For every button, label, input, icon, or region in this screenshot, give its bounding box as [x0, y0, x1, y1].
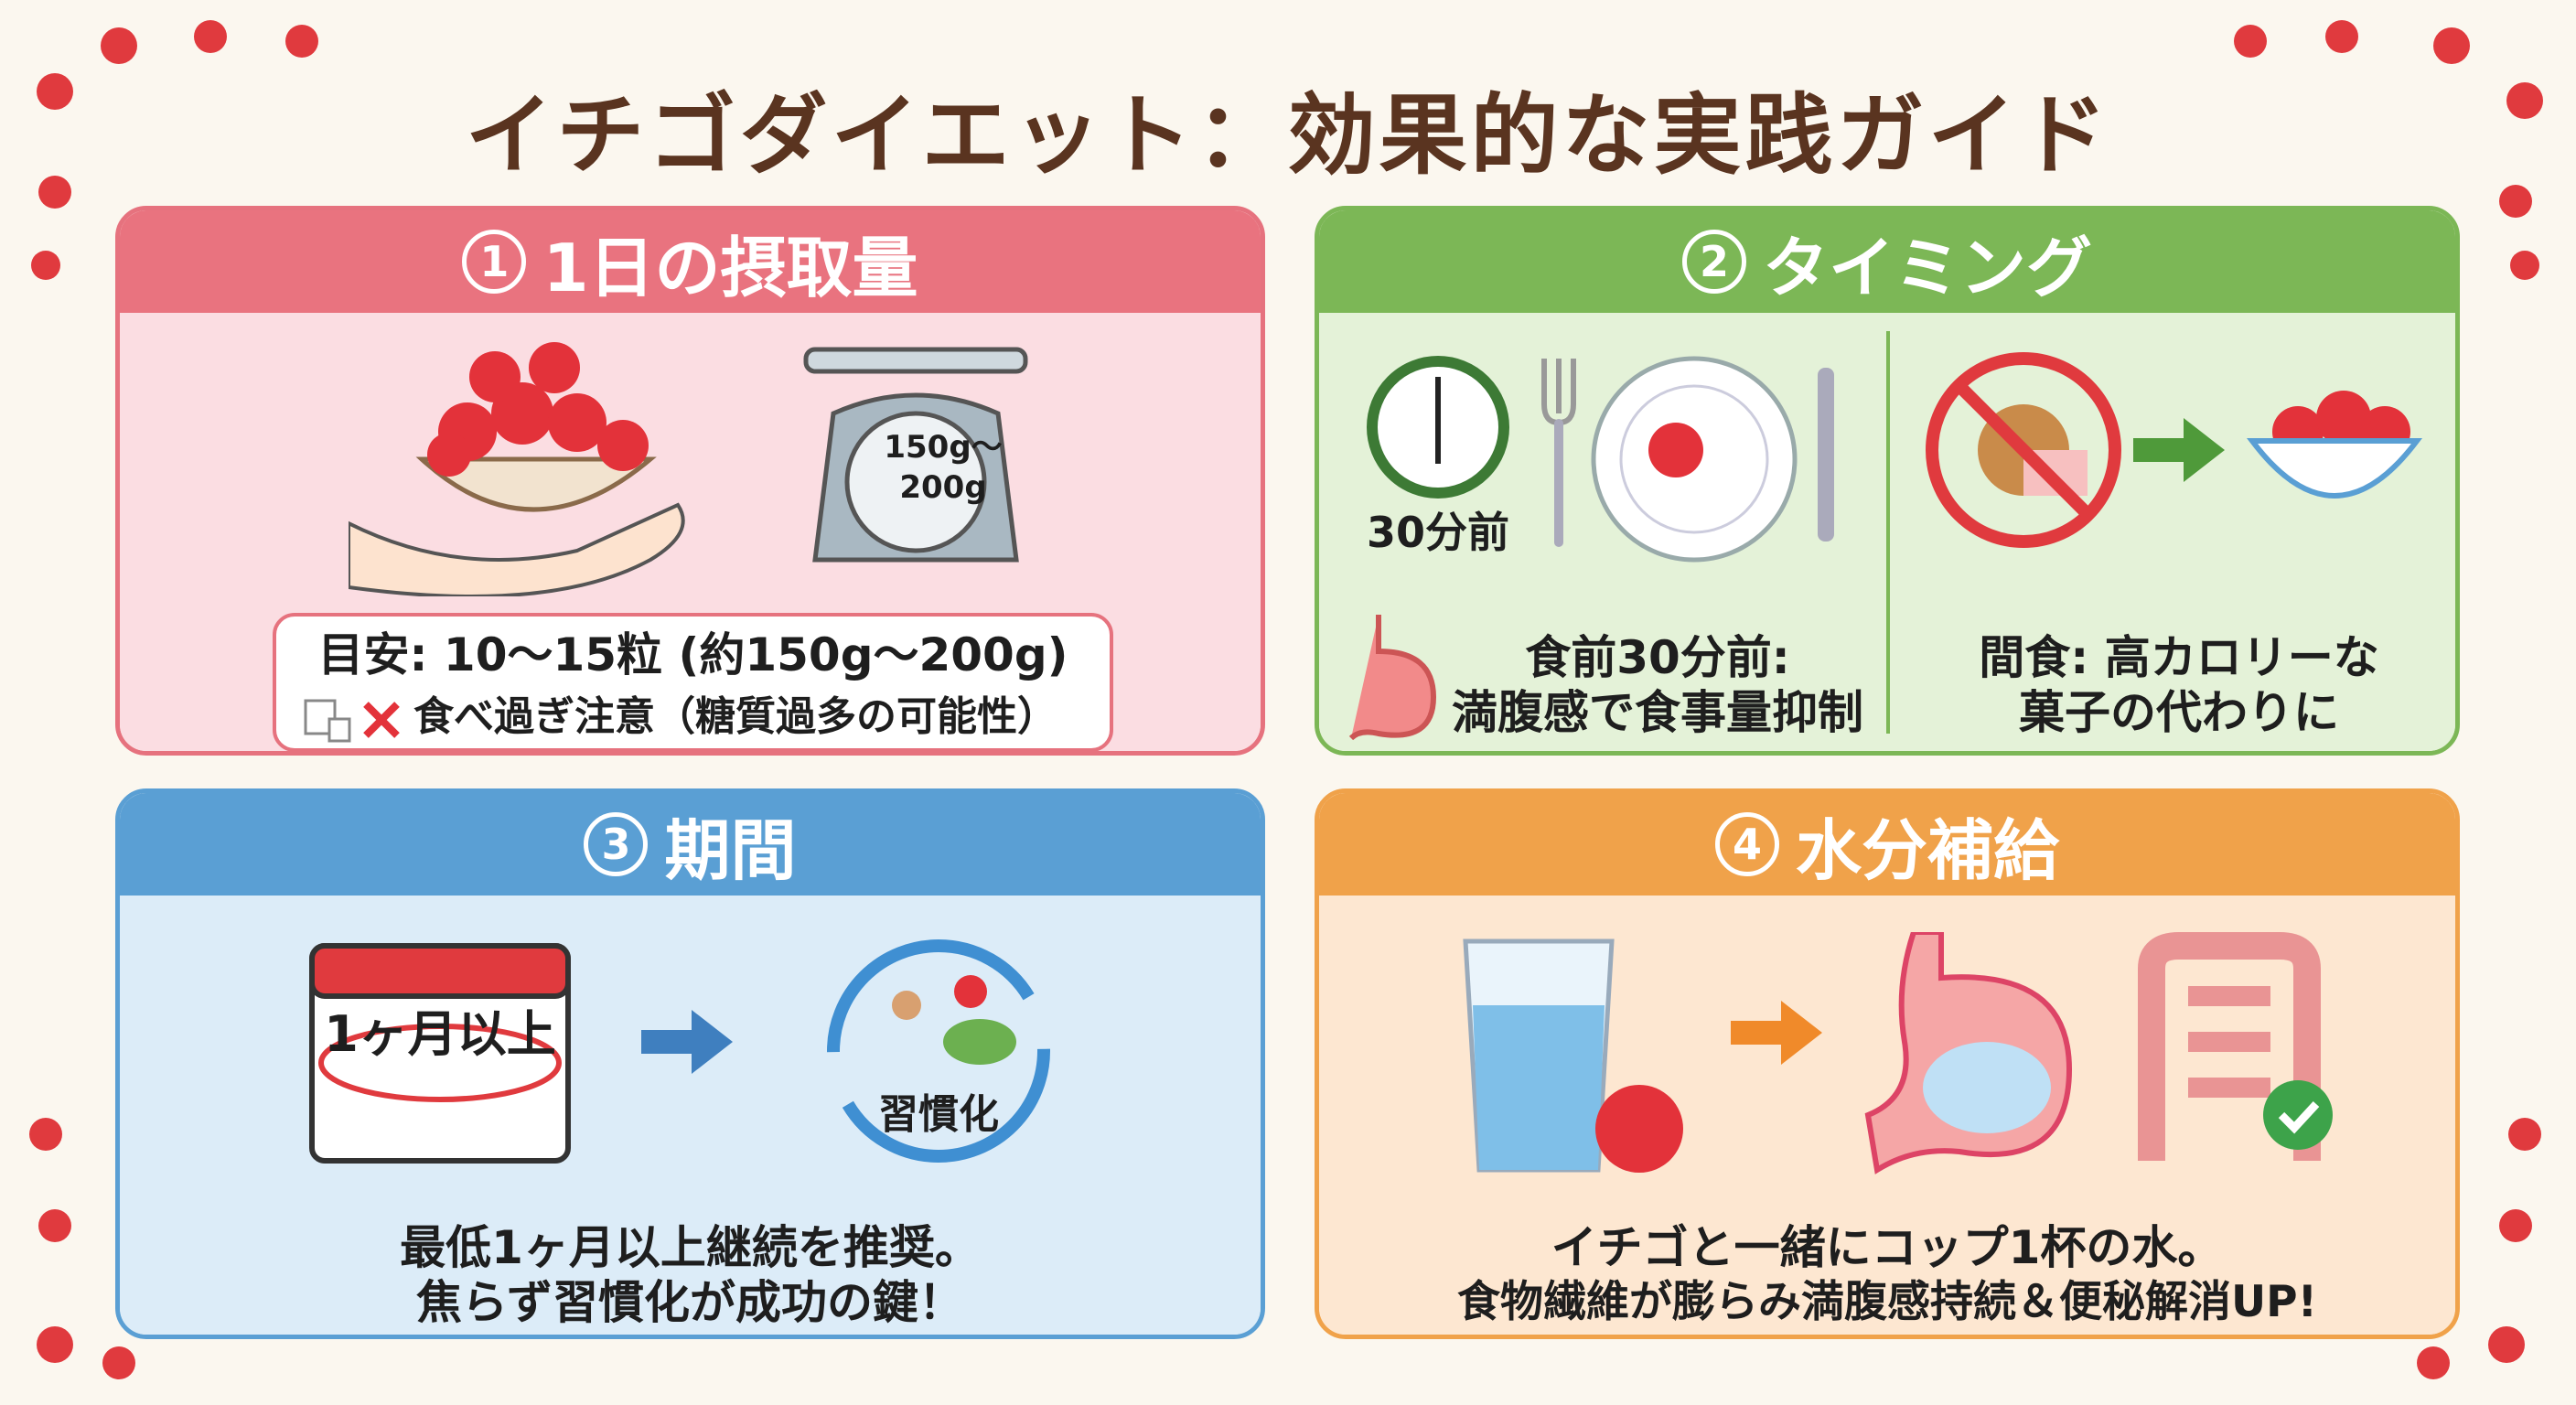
check-icon — [2263, 1080, 2333, 1150]
clock-icon — [1367, 356, 1509, 499]
fork-icon — [1541, 359, 1576, 547]
runner-icon — [892, 991, 921, 1020]
overeating-warning-text: 食べ過ぎ注意（糖質過多の可能性） — [413, 693, 1057, 740]
snack-replacement-text: 間食: 高カロリーな菓子の代わりに — [1979, 631, 2379, 739]
panel-title: 水分補給 — [1795, 811, 2059, 889]
arrow-right-icon — [2133, 418, 2225, 482]
pre-meal-text: 食前30分前:満腹感で食事量抑制 — [1452, 631, 1863, 739]
hydration-text: イチゴと一緒にコップ1杯の水。食物繊維が膨らみ満腹感持続＆便秘解消UP! — [1456, 1221, 2318, 1327]
sugar-cube-icon — [304, 699, 351, 743]
step-number: 1 — [462, 230, 527, 294]
intake-note-bubble: 目安: 10〜15粒 (約150g〜200g) 食べ過ぎ注意（糖質過多の可能性） — [273, 613, 1113, 751]
plate-icon — [1591, 356, 1798, 563]
panel-title: 期間 — [664, 811, 797, 889]
stomach-icon — [1348, 615, 1437, 741]
hand-icon — [349, 502, 685, 596]
page-title: イチゴダイエット：効果的な実践ガイド — [465, 84, 2111, 187]
intestine-icon — [2138, 932, 2333, 1161]
step-number: 4 — [1714, 812, 1779, 876]
step-number: 2 — [1681, 230, 1746, 294]
cross-icon — [363, 702, 400, 738]
arrow-right-icon — [1731, 1001, 1822, 1065]
duration-text: 最低1ヶ月以上継続を推奨。焦らず習慣化が成功の鍵！ — [400, 1221, 981, 1329]
scale-label: 150g〜200g — [884, 429, 1003, 506]
stomach-icon — [1864, 932, 2073, 1174]
intake-guide-text: 目安: 10〜15粒 (約150g〜200g) — [317, 628, 1068, 681]
panel-title: 1日の摂取量 — [542, 229, 918, 306]
step-number: 3 — [584, 812, 649, 876]
no-snack-icon — [1926, 352, 2121, 548]
kitchen-scale-icon — [803, 347, 1028, 563]
salad-icon — [943, 1019, 1016, 1065]
water-glass-icon — [1463, 938, 1683, 1173]
cycle-label: 習慣化 — [878, 1091, 999, 1138]
strawberry-bowl-icon — [2246, 391, 2423, 499]
knife-icon — [1818, 368, 1834, 542]
calendar-label: 1ヶ月以上 — [324, 1005, 556, 1063]
clock-label: 30分前 — [1366, 508, 1509, 557]
strawberry-bowl-icon — [349, 342, 685, 596]
cycle-icon — [827, 939, 1050, 1163]
divider — [1886, 331, 1890, 734]
panel-title: タイミング — [1762, 229, 2092, 306]
arrow-right-icon — [641, 1010, 733, 1074]
calendar-icon — [309, 943, 571, 1164]
strawberry-icon — [1595, 1085, 1683, 1173]
